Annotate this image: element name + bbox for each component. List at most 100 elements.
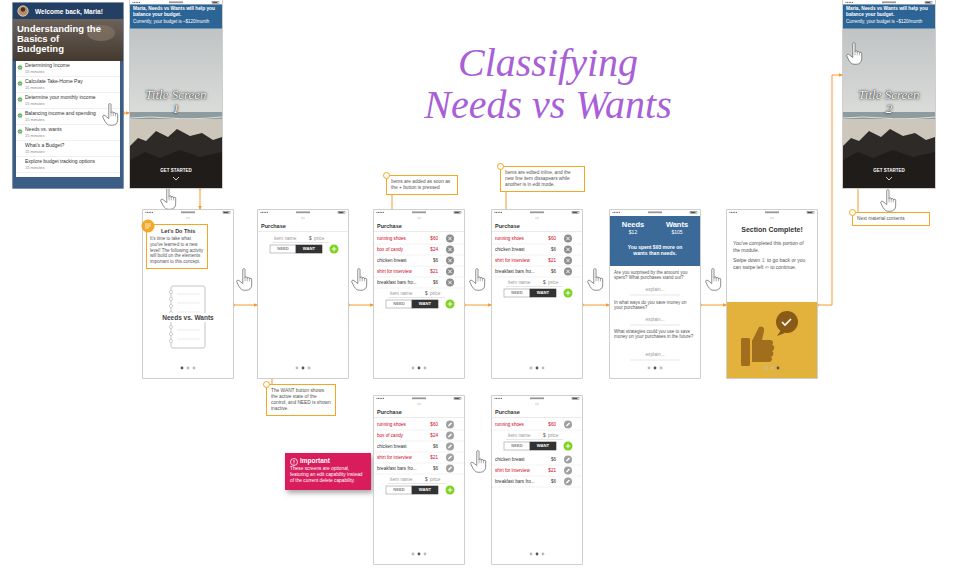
text-slot: Understanding the Basics of Budgeting <box>17 24 103 54</box>
flow-arrow <box>200 188 201 210</box>
done-check <box>18 113 23 118</box>
list-heading: Purchase <box>495 409 555 415</box>
pointing-hand <box>237 269 252 291</box>
budget-note: Currently, your budget is ~$120/month <box>133 19 219 24</box>
status-bar <box>765 211 779 213</box>
toggle-label: NEED <box>386 488 412 493</box>
text-slot: 15 minutes <box>25 150 85 155</box>
status-bar <box>731 212 732 213</box>
toggle-button <box>504 442 530 450</box>
divider <box>16 76 120 77</box>
text-slot: $6 <box>424 258 438 263</box>
text-slot: WANT <box>530 444 556 449</box>
list-panel <box>16 61 120 177</box>
text-slot: What strategies could you use to save mo… <box>614 329 696 339</box>
status-bar <box>383 398 384 399</box>
add-button <box>564 289 573 298</box>
drag-handle <box>417 404 421 405</box>
thumbs-up <box>752 340 774 362</box>
text-slot: item name <box>390 291 424 297</box>
text-slot: NEED <box>270 247 296 252</box>
status-bar <box>736 212 737 213</box>
delete-button <box>446 246 454 254</box>
text-slot: Wants <box>662 221 692 230</box>
toggle-button <box>530 289 556 297</box>
status-bar <box>223 211 230 213</box>
text-slot: $21 <box>424 269 438 274</box>
screen-title: Title Screen 1 <box>141 88 211 115</box>
status-bar <box>455 398 460 399</box>
text-slot: $21 <box>542 468 556 473</box>
status-bar <box>494 398 495 399</box>
delete-button <box>564 257 572 265</box>
text-slot: price <box>548 433 563 439</box>
text-slot: explain... <box>614 352 696 358</box>
status-bar <box>169 1 183 3</box>
callout-text: Next material contents <box>857 216 925 222</box>
edit-button <box>446 432 454 440</box>
needs-label: Needs <box>618 221 648 230</box>
divider <box>374 474 464 475</box>
status-bar <box>734 212 735 213</box>
item-name: breakfast bars fro... <box>377 280 424 285</box>
text-slot: Balancing income and spending <box>25 111 101 117</box>
item-name: chicken breast <box>377 258 424 263</box>
text-slot: NEED <box>504 444 530 449</box>
text-slot: 15 minutes <box>25 70 85 75</box>
course-title: Understanding the Basics of Budgeting <box>17 24 103 54</box>
status-bar <box>926 2 931 3</box>
screen-art <box>258 210 348 378</box>
status-bar <box>181 211 195 213</box>
phone-screen: Purchaserunning shoes$60chicken breast$6… <box>492 210 582 378</box>
divider <box>374 441 464 442</box>
thumbs-up <box>752 327 764 341</box>
header-bar <box>13 3 123 19</box>
status-bar <box>843 0 935 5</box>
lesson-name: Determine your monthly income <box>25 95 101 101</box>
input-placeholder: price <box>548 433 563 439</box>
summary-panel: Needs$12Wants$105You spent $93 more on w… <box>610 216 700 266</box>
delete-button <box>446 279 454 287</box>
notebook-line <box>177 303 200 304</box>
text-slot: Title Screen 2 <box>854 88 924 115</box>
item-name: shirt for interview <box>377 269 424 274</box>
page-dot <box>530 367 533 370</box>
text-slot: item name <box>508 433 542 439</box>
pointing-hand <box>161 188 176 210</box>
status-bar <box>572 211 579 213</box>
item-price: $6 <box>542 479 556 484</box>
text-slot: Determining Income <box>25 63 101 69</box>
status-bar <box>455 212 460 213</box>
toggle-button <box>270 245 296 253</box>
divider <box>374 430 464 431</box>
text-slot: Needs vs. wants <box>25 127 101 133</box>
item-price: $60 <box>542 236 556 241</box>
speech-bubble <box>777 330 785 336</box>
text-slot: Maria, Needs vs Wants will help you bala… <box>846 6 932 18</box>
text-slot: item name <box>508 280 542 286</box>
status-bar <box>614 212 615 213</box>
divider <box>374 255 464 256</box>
leader-line <box>858 188 859 212</box>
text-slot: breakfast bars fro... <box>495 479 542 484</box>
status-bar <box>690 211 697 213</box>
flow-arrow <box>582 305 610 306</box>
text-slot: price <box>430 291 445 297</box>
divider <box>492 417 582 418</box>
edit-button <box>564 478 572 486</box>
input-placeholder: explain... <box>614 287 696 293</box>
status-bar <box>339 212 344 213</box>
status-bar <box>378 398 379 399</box>
divider <box>374 463 464 464</box>
leader-line <box>392 195 393 210</box>
text-slot: You spent $93 more on wants than needs. <box>620 244 690 257</box>
delete-icon <box>566 237 570 241</box>
divider <box>492 487 582 488</box>
status-bar <box>139 2 140 3</box>
lesson-name: Explore budget tracking options <box>25 159 101 165</box>
pointing-hand <box>352 269 367 291</box>
status-bar <box>136 2 137 3</box>
important-note: ImportantThese screens are optional, fea… <box>285 453 371 490</box>
status-bar <box>849 2 850 3</box>
lesson-name: What's a Budget? <box>25 143 101 149</box>
